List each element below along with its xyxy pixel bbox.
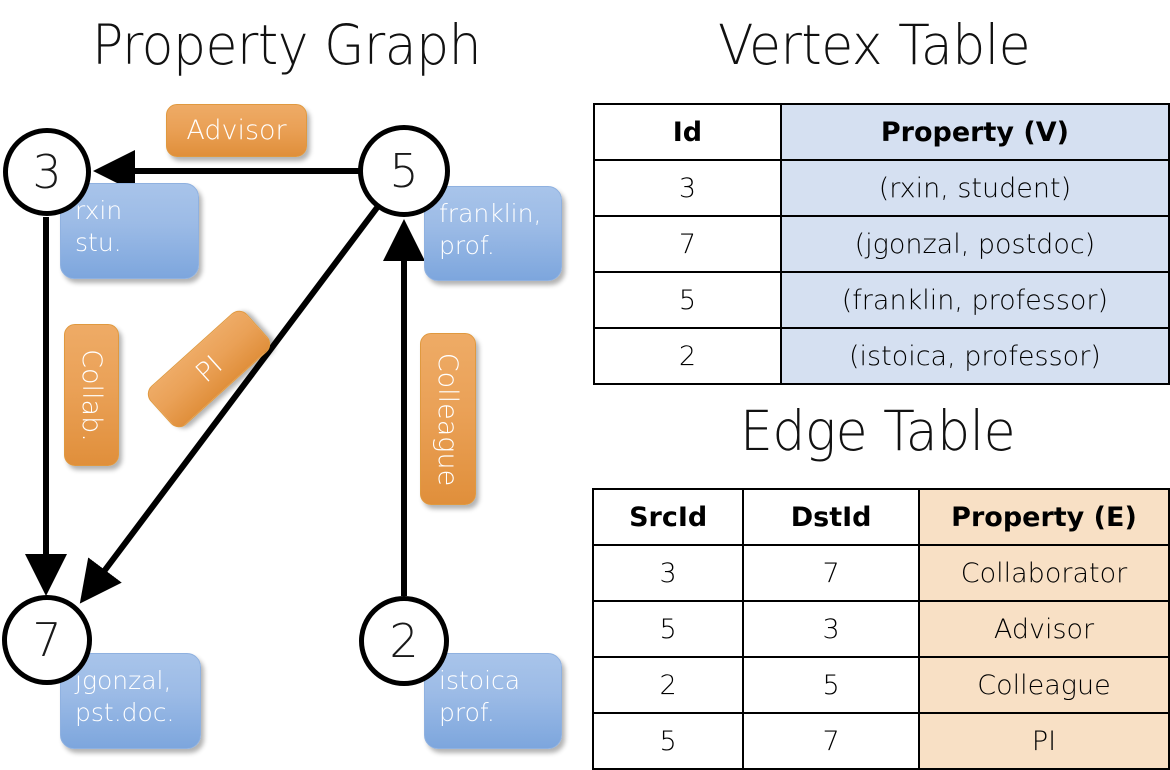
node-property-box-7: jgonzal, pst.doc. xyxy=(60,653,201,749)
vertex-cell-id: 3 xyxy=(593,159,782,217)
graph-node-5[interactable]: 5 xyxy=(358,125,450,217)
edge-cell-dstid: 7 xyxy=(742,544,920,602)
table-row: 7 (jgonzal, postdoc) xyxy=(593,215,1170,273)
vertex-header-id: Id xyxy=(593,103,782,161)
vertex-cell-property: (rxin, student) xyxy=(779,159,1170,217)
table-row: 5 3 Advisor xyxy=(591,600,1170,658)
table-row: 2 (istoica, professor) xyxy=(593,327,1170,385)
edge-cell-property: Advisor xyxy=(917,600,1170,658)
table-header-row: SrcId DstId Property (E) xyxy=(591,488,1170,546)
edge-cell-srcid: 3 xyxy=(591,544,745,602)
edge-label-colleague-text: Colleague xyxy=(432,352,464,486)
table-row: 3 (rxin, student) xyxy=(593,159,1170,217)
edge-label-collab-text: Collab. xyxy=(76,348,107,442)
edge-cell-srcid: 5 xyxy=(591,712,745,770)
property-graph-diagram: Advisor Collab. PI Colleague rxin stu. f… xyxy=(0,0,585,760)
table-row: 5 (franklin, professor) xyxy=(593,271,1170,329)
table-header-row: Id Property (V) xyxy=(593,103,1170,161)
edge-label-advisor-text: Advisor xyxy=(186,115,287,146)
vertex-table: Id Property (V) 3 (rxin, student) 7 (jgo… xyxy=(593,103,1170,385)
graph-node-7[interactable]: 7 xyxy=(2,595,92,685)
edge-cell-srcid: 2 xyxy=(591,656,745,714)
vertex-cell-id: 5 xyxy=(593,271,782,329)
edge-cell-property: Collaborator xyxy=(917,544,1170,602)
vertex-cell-id: 2 xyxy=(593,327,782,385)
graph-edges-svg xyxy=(25,150,425,604)
vertex-cell-id: 7 xyxy=(593,215,782,273)
graph-node-2[interactable]: 2 xyxy=(359,596,449,686)
edge-label-collab: Collab. xyxy=(64,324,119,466)
edge-cell-property: Colleague xyxy=(917,656,1170,714)
edge-cell-dstid: 5 xyxy=(742,656,920,714)
node-property-box-3: rxin stu. xyxy=(60,183,199,279)
node-property-box-2: istoica prof. xyxy=(424,653,562,749)
edge-label-advisor: Advisor xyxy=(166,104,307,157)
edge-5-to-7 xyxy=(79,203,382,604)
page-title-edge-table: Edge Table xyxy=(740,400,1016,464)
vertex-cell-property: (franklin, professor) xyxy=(779,271,1170,329)
graph-node-3[interactable]: 3 xyxy=(3,128,91,216)
edge-cell-dstid: 7 xyxy=(742,712,920,770)
edge-cell-srcid: 5 xyxy=(591,600,745,658)
edge-header-srcid: SrcId xyxy=(591,488,745,546)
edge-header-property: Property (E) xyxy=(917,488,1170,546)
table-row: 2 5 Colleague xyxy=(591,656,1170,714)
edge-label-colleague: Colleague xyxy=(420,333,476,505)
node-property-box-5: franklin, prof. xyxy=(424,186,562,281)
table-row: 5 7 PI xyxy=(591,712,1170,770)
vertex-header-property: Property (V) xyxy=(779,103,1170,161)
page-title-property-graph: Property Graph xyxy=(92,14,482,78)
page-title-vertex-table: Vertex Table xyxy=(718,14,1031,78)
edge-cell-dstid: 3 xyxy=(742,600,920,658)
edge-cell-property: PI xyxy=(917,712,1170,770)
table-row: 3 7 Collaborator xyxy=(591,544,1170,602)
edge-label-pi-text: PI xyxy=(189,349,229,389)
vertex-cell-property: (jgonzal, postdoc) xyxy=(779,215,1170,273)
edge-table: SrcId DstId Property (E) 3 7 Collaborato… xyxy=(591,488,1170,770)
vertex-cell-property: (istoica, professor) xyxy=(779,327,1170,385)
edge-header-dstid: DstId xyxy=(742,488,920,546)
